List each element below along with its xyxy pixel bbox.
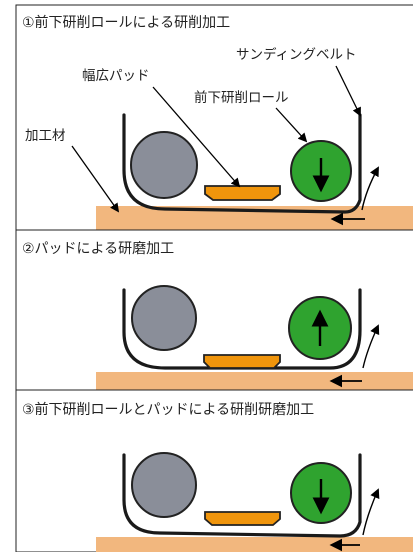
sanding-belt-1 [122, 113, 362, 214]
leader-pad [152, 86, 241, 188]
label-pad: 幅広パッド [82, 68, 150, 84]
panel-3: ③前下研削ロールとパッドによる研削研磨加工 [15, 389, 413, 553]
gray-roll-3 [131, 452, 197, 518]
leader-roll [275, 107, 308, 143]
sanding-belt-2 [122, 288, 362, 370]
pad-2 [203, 354, 281, 369]
panel-3-title: ③前下研削ロールとパッドによる研削研磨加工 [22, 401, 314, 418]
panel-1: ①前下研削ロールによる研削加工 サンディングベルト 幅広パッド 前下研削ロール … [15, 4, 413, 231]
workpiece-2 [96, 372, 413, 390]
panel-2: ②パッドによる研磨加工 [15, 229, 413, 391]
gray-roll-1 [130, 131, 198, 199]
label-workpiece: 加工材 [25, 128, 66, 144]
gray-roll-2 [131, 285, 197, 351]
curved-arrow-up-icon [362, 324, 380, 369]
panel-2-title: ②パッドによる研磨加工 [22, 241, 174, 257]
leader-work [71, 145, 120, 213]
label-sanding-belt: サンディングベルト [236, 46, 357, 63]
leader-belt [335, 65, 361, 117]
panel-1-title: ①前下研削ロールによる研削加工 [22, 14, 230, 31]
pad-3 [204, 511, 281, 526]
label-roll: 前下研削ロール [194, 89, 289, 106]
workpiece-3 [96, 537, 413, 552]
pad-1 [204, 185, 281, 201]
sanding-belt-3 [122, 453, 362, 538]
curved-arrow-up-icon [361, 166, 379, 211]
curved-arrow-up-icon [362, 488, 380, 536]
